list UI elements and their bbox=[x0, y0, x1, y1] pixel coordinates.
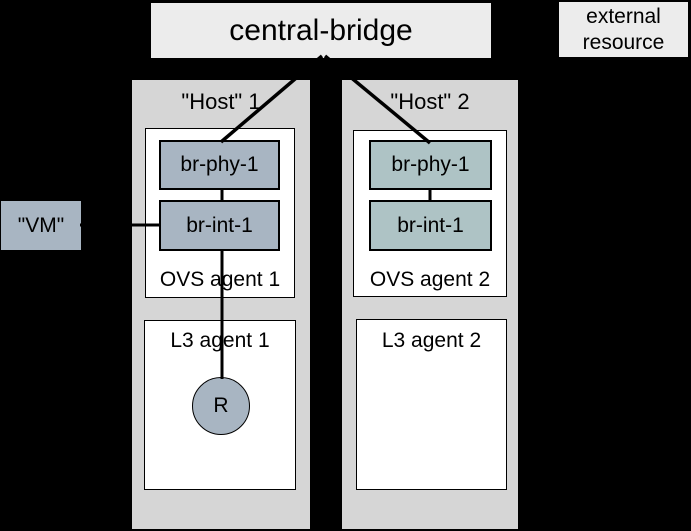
l3-agent2-box bbox=[356, 319, 507, 490]
l3-agent1-label: L3 agent 1 bbox=[170, 329, 270, 352]
ovs-agent1-label: OVS agent 1 bbox=[159, 268, 281, 291]
br-int-host2-node: br-int-1 bbox=[369, 200, 492, 251]
router-circle: R bbox=[192, 377, 250, 435]
vm-node: "VM" bbox=[1, 201, 81, 250]
br-phy-host1-node: br-phy-1 bbox=[159, 140, 280, 190]
ovs-agent2-label: OVS agent 2 bbox=[369, 268, 491, 291]
host1-title: "Host" 1 bbox=[181, 89, 261, 114]
host2-title: "Host" 2 bbox=[390, 89, 470, 114]
br-phy-host2-node: br-phy-1 bbox=[369, 140, 492, 190]
br-int-host1-node: br-int-1 bbox=[159, 200, 280, 251]
l3-agent2-label: L3 agent 2 bbox=[381, 329, 482, 352]
external-resource-node: external resource bbox=[559, 2, 688, 57]
central-bridge-node: central-bridge bbox=[151, 3, 491, 58]
